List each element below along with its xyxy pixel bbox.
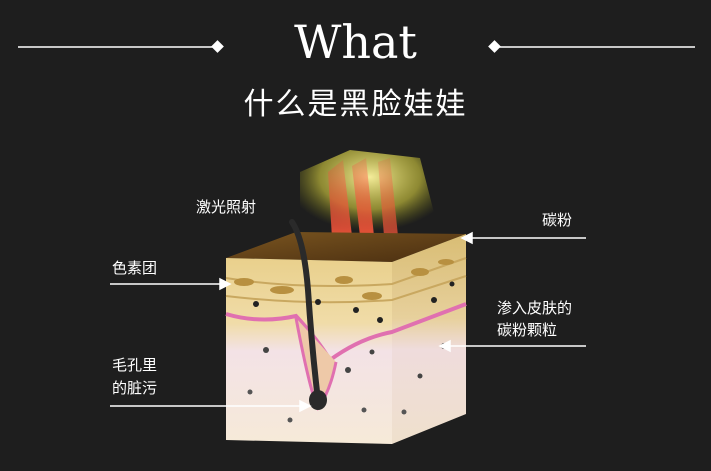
label-laser: 激光照射 xyxy=(196,198,257,216)
label-particles-line1: 渗入皮肤的 xyxy=(497,299,573,317)
label-carbon: 碳粉 xyxy=(542,211,573,229)
label-pore-line1: 毛孔里 xyxy=(112,356,158,374)
label-pigment: 色素团 xyxy=(112,259,158,277)
skin-cube xyxy=(225,219,467,444)
title-cn: 什么是黑脸娃娃 xyxy=(243,87,468,122)
title-en: What xyxy=(294,15,417,69)
callout-lines xyxy=(110,231,586,413)
label-particles-line2: 碳粉颗粒 xyxy=(497,321,558,339)
laser-beam xyxy=(300,150,440,240)
label-pore-line2: 的脏污 xyxy=(112,379,158,397)
header-decoration xyxy=(18,40,695,53)
